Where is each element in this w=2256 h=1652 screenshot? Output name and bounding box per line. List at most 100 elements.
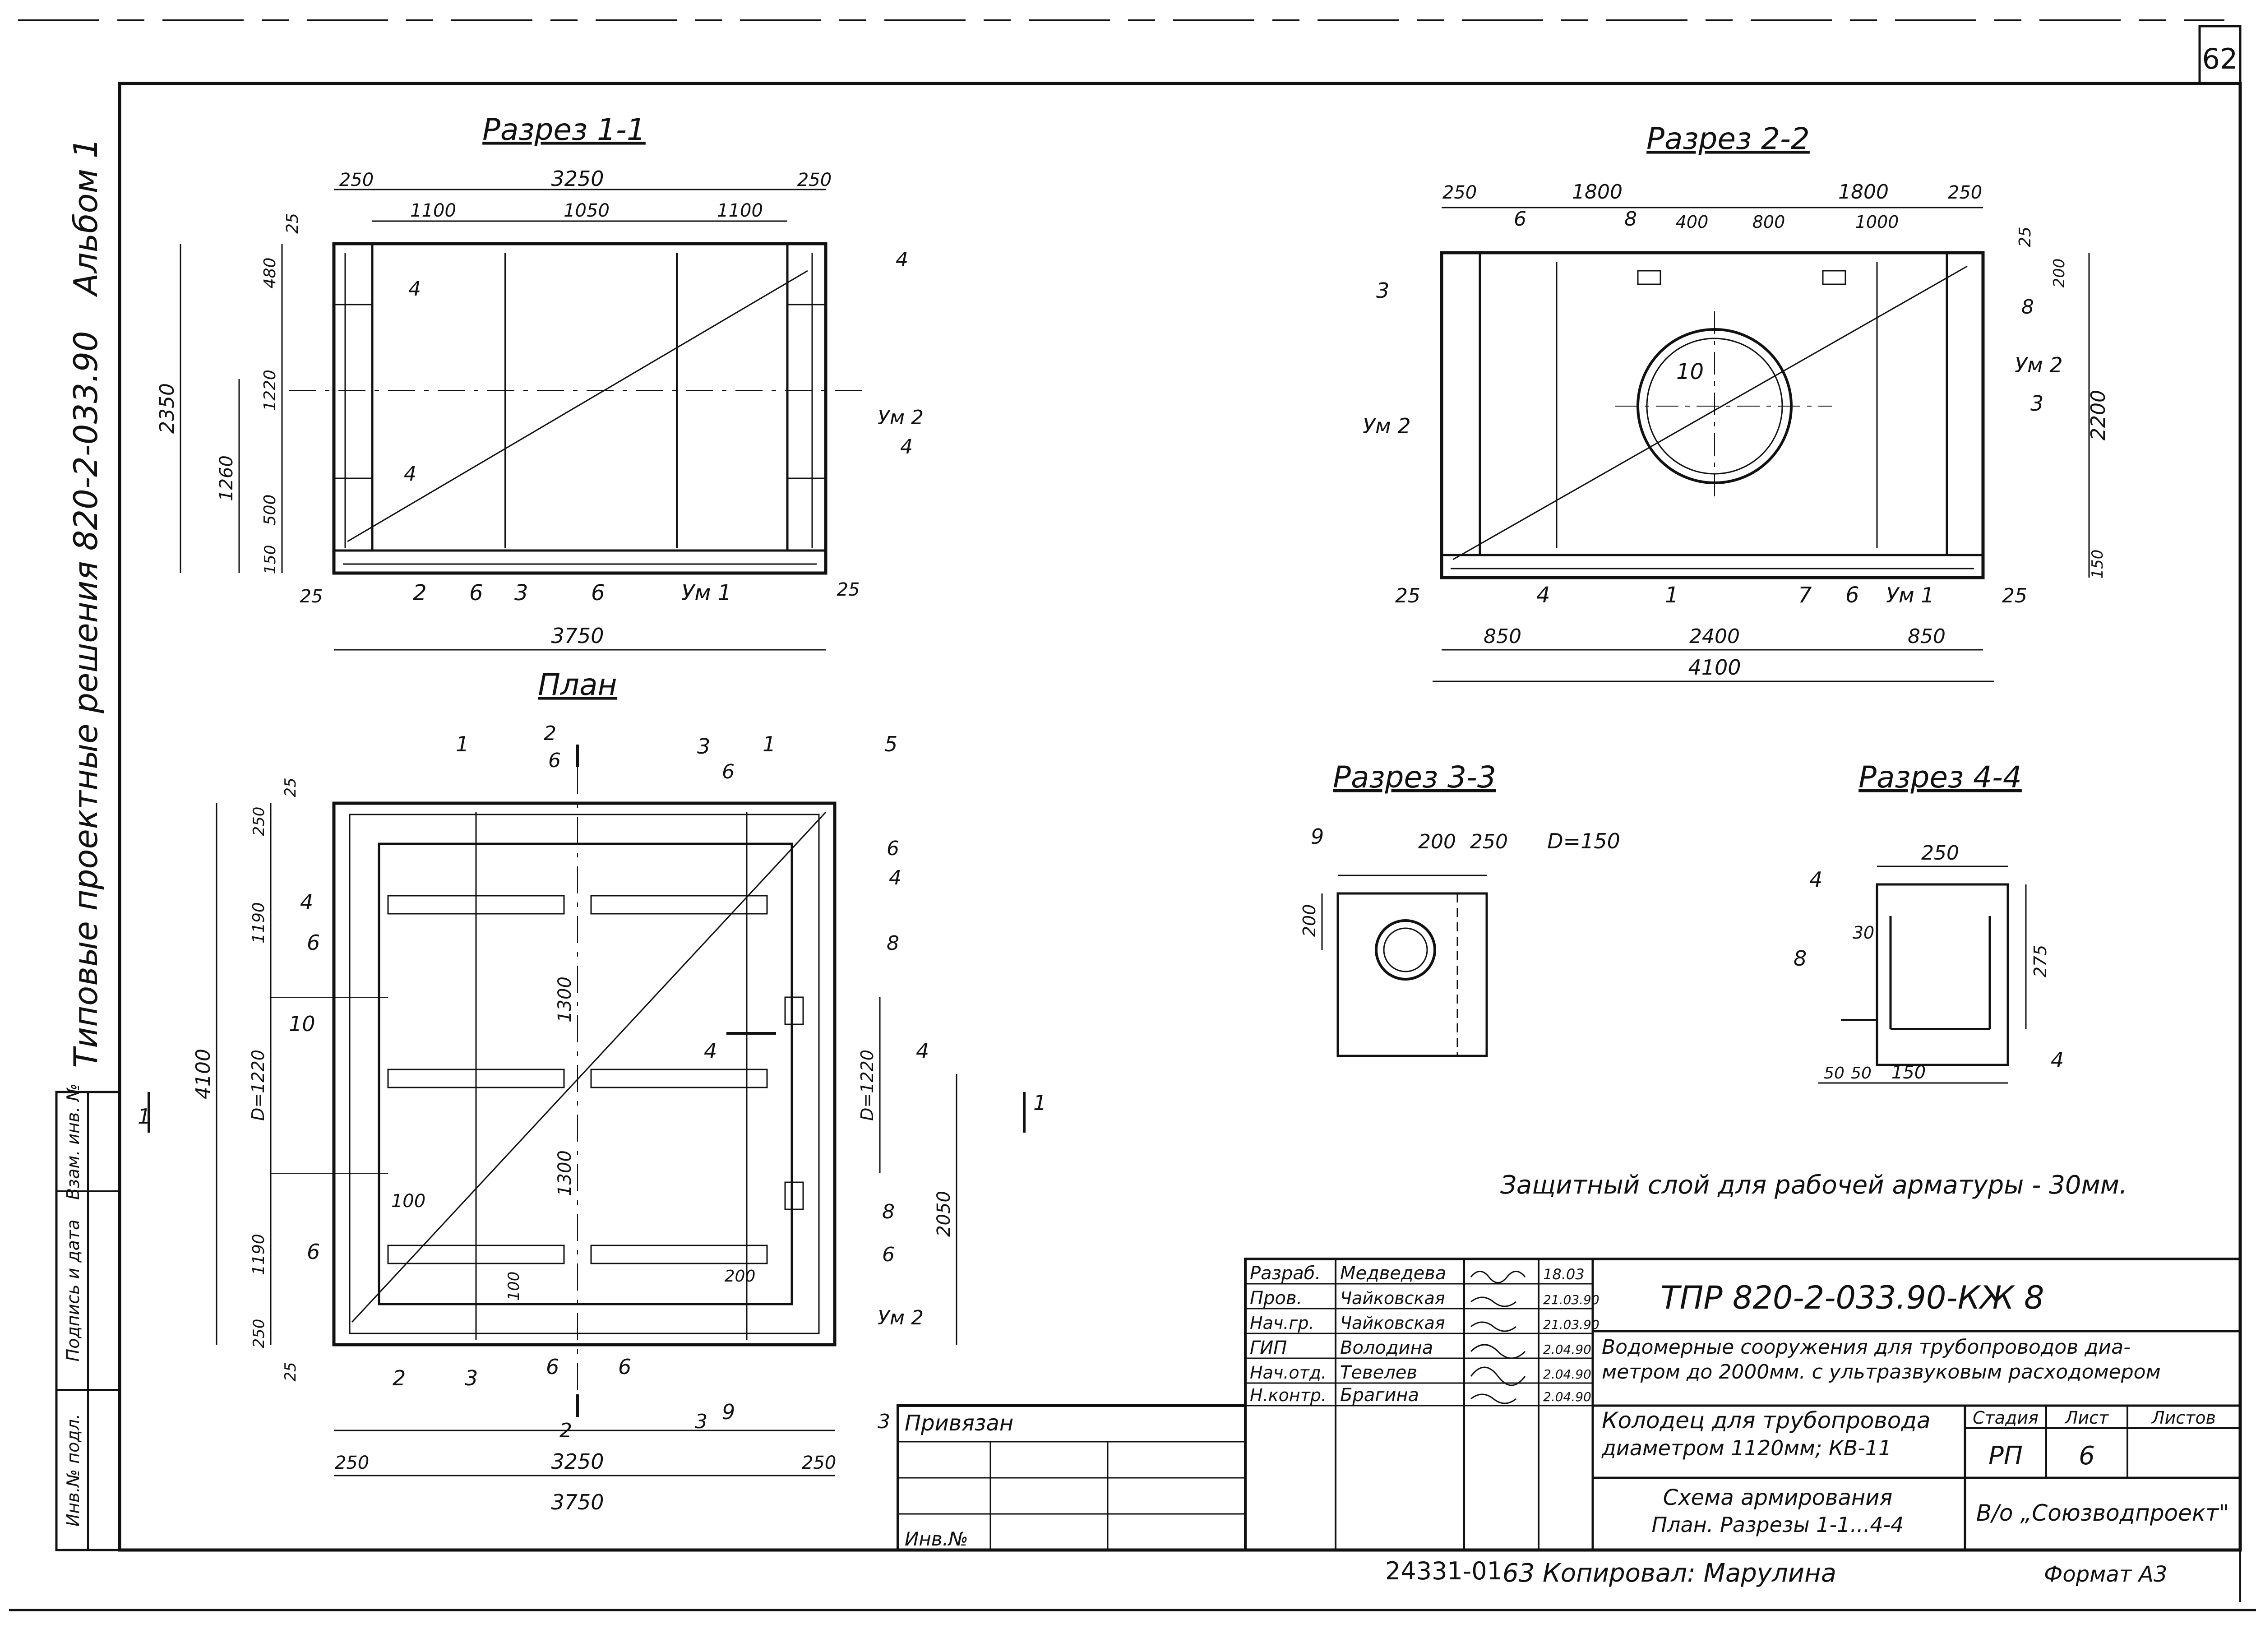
s4-label-8: 8 [1794,946,1807,971]
side-stamp-col2: Подпись и дата [63,1220,83,1362]
tb-date-4: 2.04.90 [1543,1367,1591,1382]
s2-dim-left-edge: 250 [1442,182,1477,203]
plan-title: План [538,667,617,702]
plan-label-4m2: 4 [916,1039,929,1063]
s1-label-4d: 4 [900,435,913,458]
tb-role-4: Нач.отд. [1250,1363,1327,1383]
plan-label-1: 1 [456,732,469,756]
s1-label-4b: 4 [896,248,908,271]
s2-dim-800: 800 [1752,212,1785,232]
s1-dim-total-top: 3250 [551,167,604,191]
section-4-4-title: Разрез 4-4 [1858,760,2022,795]
tb-privyazan: Привязан [905,1411,1013,1436]
plan-dim-d1220: D=1220 [248,1050,268,1121]
tb-role-0: Разраб. [1250,1263,1321,1284]
plan-label-6r2: 6 [882,1243,895,1266]
plan-label-6l: 6 [307,1240,320,1264]
tb-h-stage: Стадия [1973,1408,2039,1428]
s2-label-7: 7 [1798,583,1812,608]
tb-obj-line1: Колодец для трубопровода [1602,1407,1931,1434]
s2-label-6: 6 [1514,208,1526,231]
tb-role-2: Нач.гр. [1250,1313,1314,1333]
s2-label-um2r: Ум 2 [2015,353,2063,377]
s1-dim-v150: 150 [261,545,279,574]
s2-dim-half-l: 1800 [1572,180,1623,204]
s3-dim-v200: 200 [1299,904,1319,937]
side-stamp-col3: Взам. инв. № [63,1083,83,1200]
tb-sheet-line2: План. Разрезы 1-1...4-4 [1652,1513,1904,1537]
tb-name-2: Чайковская [1340,1313,1445,1333]
tb-project-line1: Водомерные сооружения для трубопроводов … [1602,1336,2131,1359]
plan-drawing [148,745,1026,1476]
side-stamp-col1: Инв.№ подл. [63,1414,83,1527]
plan-dim-total-h: 4100 [192,1049,215,1099]
tb-date-5: 2.04.90 [1543,1389,1591,1404]
s1-label-b2: 2 [413,580,427,606]
s1-dim-bl25: 25 [300,586,323,607]
s2-dim-1000: 1000 [1855,212,1899,232]
plan-dim-w250r: 250 [802,1453,836,1473]
plan-label-8r2: 8 [882,1200,895,1223]
section-1-1-title: Разрез 1-1 [482,112,646,147]
plan-dim-r2050: 2050 [934,1191,954,1237]
plan-dim-v25: 25 [282,777,300,797]
plan-dim-v250b: 250 [250,1319,268,1348]
plan-dim-c1300a: 1300 [555,976,575,1023]
plan-label-um2: Ум 2 [878,1306,924,1329]
footer-format: Формат А3 [2044,1562,2167,1587]
plan-label-b9: 9 [722,1400,735,1424]
title-block-grid [897,1258,2242,1551]
tb-h-sheets: Листов [2151,1408,2216,1428]
s2-dim-850r: 850 [1908,625,1946,648]
tb-role-3: ГИП [1250,1337,1287,1358]
s1-dim-right-edge: 250 [797,170,832,190]
tb-name-1: Чайковская [1340,1288,1445,1308]
plan-dim-w3750: 3750 [551,1490,604,1514]
plan-label-b2: 2 [393,1366,406,1390]
tb-role-1: Пров. [1250,1288,1302,1309]
plan-dim-100v: 100 [505,1272,523,1301]
tb-name-0: Медведева [1340,1263,1446,1284]
s3-dim-250: 250 [1470,830,1508,853]
s3-dim-D150: D=150 [1547,829,1620,853]
plan-label-1b: 1 [763,732,776,756]
s1-dim-seg-b: 1050 [564,200,610,221]
s1-dim-br25: 25 [837,579,860,600]
plan-dim-100: 100 [391,1191,425,1212]
protective-layer-note: Защитный слой для рабочей арматуры - 30м… [1500,1171,2127,1200]
s1-dim-v1220: 1220 [261,370,279,411]
s1-label-b6: 6 [469,580,483,606]
plan-label-1l: 1 [138,1104,151,1129]
footer-archive: 24331-01 [1385,1557,1502,1585]
plan-label-b3s: 3 [695,1410,707,1433]
s2-label-um2l: Ум 2 [1363,414,1411,438]
s3-label-9: 9 [1311,824,1324,849]
s4-dim-250: 250 [1921,842,1959,865]
tb-project-line2: метром до 2000мм. с ультразвуковым расхо… [1602,1360,2161,1384]
plan-label-b2s: 2 [559,1419,572,1442]
plan-dim-r1220: D=1220 [857,1050,877,1121]
tb-date-0: 18.03 [1543,1266,1585,1283]
plan-label-4: 4 [300,890,313,914]
plan-label-2: 2 [544,722,556,745]
s1-dim-seg-c: 1100 [717,200,763,221]
side-album: Альбом 1 [67,138,105,297]
plan-dim-c1300b: 1300 [555,1150,575,1196]
plan-label-b3s2: 3 [878,1410,890,1433]
s2-label-3: 3 [1376,278,1389,303]
s1-label-4c: 4 [404,463,416,486]
s4-label-4: 4 [1809,867,1822,892]
tb-doc-code: ТПР 820-2-033.90-КЖ 8 [1660,1279,2044,1316]
s1-dim-h-inner: 1260 [216,455,237,501]
s2-dim-right-edge: 250 [1948,182,1982,203]
s1-label-b6b: 6 [591,580,605,606]
s2-dim-v200: 200 [2050,259,2068,288]
tb-v-sheet: 6 [2079,1441,2095,1471]
s2-dim-400: 400 [1676,212,1709,232]
s3-dim-200: 200 [1418,830,1456,853]
s1-label-um2: Ум 2 [878,406,924,429]
s2-label-1: 1 [1665,583,1679,608]
plan-dim-w250l: 250 [335,1453,369,1473]
page-number: 62 [2202,42,2238,75]
